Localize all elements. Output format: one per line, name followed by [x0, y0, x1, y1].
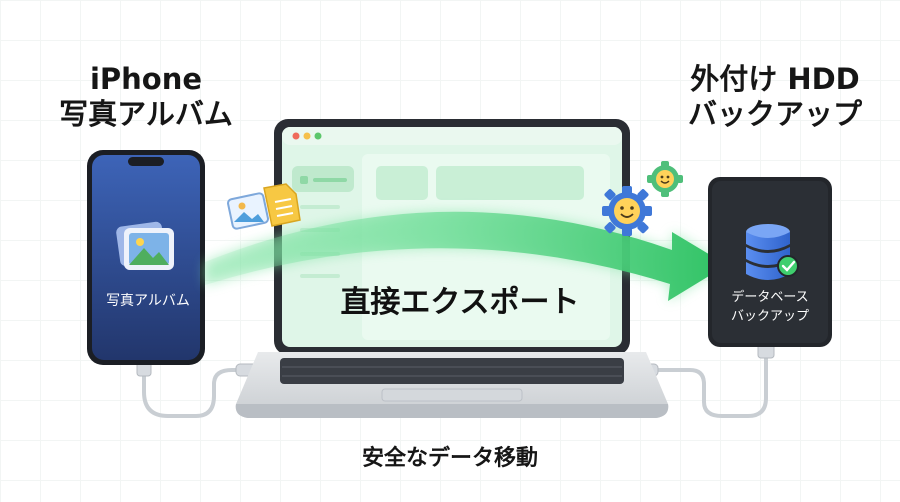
hdd-screen-line2: バックアップ — [730, 308, 809, 324]
right-cable — [652, 354, 768, 418]
iphone-label-line1: iPhone — [89, 62, 203, 96]
transfer-arrow — [205, 211, 727, 301]
iphone — [87, 150, 205, 365]
gear-smiley-small-icon — [647, 161, 683, 197]
iphone-label: iPhone 写真アルバム — [46, 62, 246, 133]
check-icon — [777, 255, 799, 277]
hdd-label-line1: 外付け HDD — [690, 62, 860, 96]
left-cable — [142, 368, 270, 418]
hdd-screen-text: データベース バックアップ — [708, 289, 832, 327]
photo-icon — [227, 192, 269, 230]
phone-caption: 写真アルバム — [106, 293, 190, 309]
hdd-label: 外付け HDD バックアップ — [660, 62, 890, 133]
photo-album-icon — [116, 221, 174, 270]
bottom-caption: 安全なデータ移動 — [361, 446, 538, 471]
hdd-label-line2: バックアップ — [687, 97, 862, 132]
hdd-screen-line1: データベース — [731, 290, 809, 305]
iphone-label-line2: 写真アルバム — [59, 97, 233, 132]
arrow-label: 直接エクスポート — [340, 285, 580, 320]
document-icon — [263, 183, 301, 227]
gear-smiley-icon — [602, 186, 652, 236]
laptop — [235, 119, 669, 418]
external-hdd — [708, 177, 832, 347]
